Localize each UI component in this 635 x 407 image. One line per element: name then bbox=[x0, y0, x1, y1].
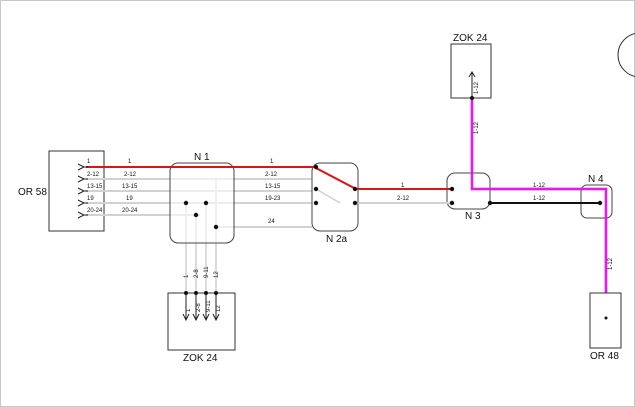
svg-text:2-8: 2-8 bbox=[196, 303, 202, 312]
zok-top-label: ZOK 24 bbox=[453, 33, 488, 44]
zok-bottom-label: ZOK 24 bbox=[183, 353, 218, 364]
svg-text:2-12: 2-12 bbox=[124, 172, 137, 178]
svg-text:19: 19 bbox=[87, 196, 94, 202]
n4-label: N 4 bbox=[588, 174, 604, 185]
svg-text:1: 1 bbox=[184, 274, 190, 278]
svg-text:13-15: 13-15 bbox=[265, 184, 281, 190]
svg-text:12: 12 bbox=[216, 305, 222, 312]
svg-text:20-24: 20-24 bbox=[122, 208, 138, 214]
or58-port-labels: 1 2-12 13-15 19 20-24 bbox=[87, 159, 103, 214]
splice-points bbox=[183, 164, 603, 230]
n1-node[interactable] bbox=[169, 162, 235, 244]
zok-top-connector-dot bbox=[470, 96, 474, 100]
edge-circle-shape bbox=[617, 33, 635, 77]
svg-text:1: 1 bbox=[87, 159, 91, 165]
svg-text:19-23: 19-23 bbox=[265, 196, 281, 202]
svg-text:1: 1 bbox=[128, 159, 132, 165]
n2a-label: N 2a bbox=[326, 234, 348, 245]
svg-text:1: 1 bbox=[401, 183, 405, 189]
svg-text:2-12: 2-12 bbox=[397, 196, 410, 202]
svg-text:24: 24 bbox=[268, 219, 275, 225]
zok-bottom-port-labels: 1 2-8 9-11 12 bbox=[186, 300, 222, 312]
svg-text:9-11: 9-11 bbox=[206, 300, 212, 312]
svg-text:1: 1 bbox=[270, 159, 274, 165]
zok-bottom-connector-dots bbox=[184, 291, 218, 295]
zok-bottom-connectors bbox=[182, 293, 220, 322]
or48-connector-dot bbox=[604, 316, 608, 320]
zok-bottom-box[interactable] bbox=[167, 292, 236, 351]
svg-text:20-24: 20-24 bbox=[87, 208, 103, 214]
mid-cable-labels: 1 2-12 13-15 19-23 24 bbox=[265, 159, 281, 225]
zok-top-cable-label: 1-12 bbox=[474, 121, 480, 134]
svg-text:9-11: 9-11 bbox=[204, 266, 210, 278]
svg-text:13-15: 13-15 bbox=[87, 184, 103, 190]
svg-text:1-12: 1-12 bbox=[533, 196, 546, 202]
svg-text:2-12: 2-12 bbox=[265, 172, 278, 178]
svg-text:2-12: 2-12 bbox=[87, 172, 100, 178]
svg-text:13-15: 13-15 bbox=[122, 184, 138, 190]
n3-label: N 3 bbox=[465, 211, 481, 222]
zok-top-port-label: 1-12 bbox=[474, 81, 480, 94]
svg-text:2-8: 2-8 bbox=[194, 269, 200, 278]
or48-label: OR 48 bbox=[590, 351, 619, 362]
or58-port-connectors bbox=[77, 163, 88, 219]
zok-top-connector bbox=[468, 71, 476, 98]
zok-bottom-cable-labels: 1 2-8 9-11 12 bbox=[184, 266, 220, 278]
n3-n4-labels: 1-12 1-12 bbox=[533, 183, 546, 202]
svg-text:1: 1 bbox=[186, 308, 192, 312]
zok-top-box[interactable] bbox=[450, 43, 492, 99]
n2a-node[interactable] bbox=[311, 162, 359, 232]
n3-node[interactable] bbox=[446, 172, 491, 210]
or48-cable-label: 1-12 bbox=[608, 257, 614, 270]
left-cable-labels: 1 2-12 13-15 19 20-24 bbox=[122, 159, 138, 214]
or58-label: OR 58 bbox=[18, 187, 47, 198]
n2a-out-labels: 1 2-12 bbox=[397, 183, 410, 202]
n4-node[interactable] bbox=[580, 184, 613, 219]
svg-text:19: 19 bbox=[126, 196, 133, 202]
svg-text:12: 12 bbox=[214, 271, 220, 278]
n1-label: N 1 bbox=[194, 152, 210, 163]
or48-box[interactable] bbox=[589, 292, 622, 349]
svg-text:1-12: 1-12 bbox=[533, 183, 546, 189]
